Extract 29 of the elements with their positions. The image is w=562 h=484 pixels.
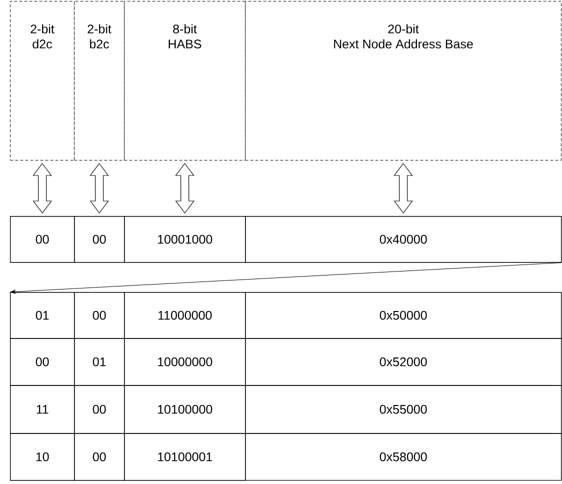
field-header-box: 2-bit b2c (74, 1, 124, 160)
field-header-box: 20-bit Next Node Address Base (245, 1, 562, 160)
field-header-box: 8-bit HABS (124, 1, 246, 160)
table-cell: 00 (74, 385, 125, 434)
table-cell: 01 (10, 292, 75, 339)
double-arrow (394, 163, 413, 214)
table-cell: 0x58000 (245, 432, 562, 481)
table-cell: 10100000 (124, 385, 246, 434)
table-cell: 00 (74, 292, 125, 339)
table-cell: 10001000 (124, 216, 246, 263)
table-cell: 10 (10, 432, 75, 481)
table-cell: 0x50000 (245, 292, 562, 339)
table-cell: 01 (74, 338, 125, 386)
table-cell: 00 (10, 216, 75, 263)
table-cell: 11000000 (124, 292, 246, 339)
table-cell: 0x55000 (245, 385, 562, 434)
table-cell: 00 (10, 338, 75, 386)
table-cell: 10100001 (124, 432, 246, 481)
double-arrow (32, 163, 52, 214)
table-cell: 0x40000 (245, 216, 562, 263)
arrow (10, 262, 562, 294)
double-arrow (90, 163, 109, 214)
table-cell: 11 (10, 385, 75, 434)
field-header-box: 2-bit d2c (10, 1, 74, 160)
table-cell: 00 (74, 432, 125, 481)
table-cell: 0x52000 (245, 338, 562, 386)
table-cell: 10000000 (124, 338, 246, 386)
double-arrow (175, 163, 194, 214)
table-cell: 00 (74, 216, 125, 263)
